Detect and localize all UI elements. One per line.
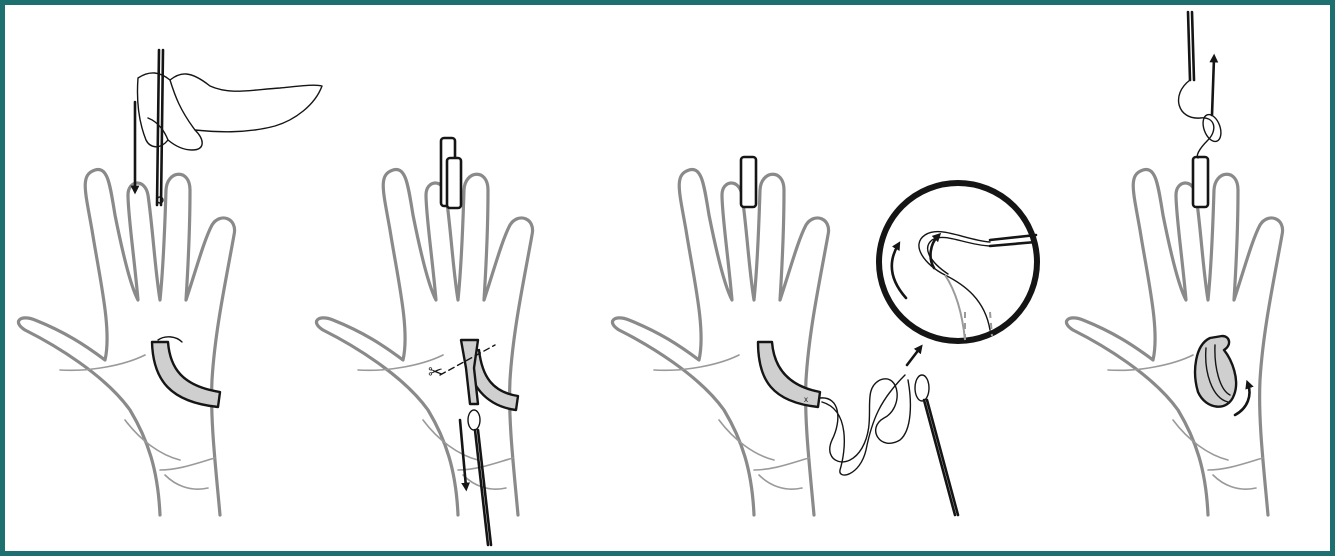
curve-arrow-icon	[890, 241, 908, 300]
detail-suture	[964, 311, 993, 342]
detail-suture	[944, 274, 966, 341]
passer-rod	[922, 398, 960, 517]
stripper-rod	[473, 428, 493, 547]
cut-line	[439, 344, 496, 376]
hand-outline	[16, 167, 237, 517]
detail-wire	[918, 230, 991, 331]
graft-fold-line	[1205, 347, 1229, 403]
scissors-icon: ✂	[428, 362, 443, 383]
detail-rod	[988, 233, 1038, 248]
pull-up-arrow-icon	[1209, 53, 1219, 117]
panel-4	[1064, 10, 1285, 517]
pull-arrow-icon	[458, 418, 471, 492]
stripper-loop	[467, 409, 481, 431]
pulled-loop	[1177, 79, 1215, 159]
stripper-loop	[1202, 113, 1222, 143]
tendon-proximal	[459, 338, 480, 406]
tube-in-finger	[1191, 155, 1210, 209]
operator-hand-icon	[136, 72, 323, 151]
tendon-graft	[756, 340, 822, 409]
hand-outline	[610, 167, 831, 517]
tube-front	[445, 156, 463, 210]
passer-loop	[914, 374, 930, 402]
curve-arrow-icon	[929, 232, 942, 270]
suture-thread	[819, 378, 912, 463]
tube-in-finger	[739, 155, 758, 209]
tendon-graft	[150, 340, 222, 409]
panel-3: x	[610, 155, 1040, 517]
graft-fold-line	[1214, 344, 1231, 396]
suture-thread	[821, 374, 906, 476]
magnify-arrow-icon	[905, 344, 923, 367]
operator-finger-line	[169, 79, 196, 131]
stripper-tip	[156, 196, 164, 204]
stripper-rod	[1186, 10, 1196, 82]
panel-1	[16, 48, 323, 517]
tendon-marker: x	[804, 395, 808, 404]
detail-magnifier	[876, 180, 1040, 344]
panel-2: ✂	[314, 136, 535, 547]
palm-incision	[157, 336, 183, 343]
operator-thumb-line	[147, 117, 169, 141]
hand-outline	[314, 167, 535, 517]
rotate-arrow-icon	[1233, 379, 1254, 417]
hand-outline	[1064, 167, 1285, 517]
